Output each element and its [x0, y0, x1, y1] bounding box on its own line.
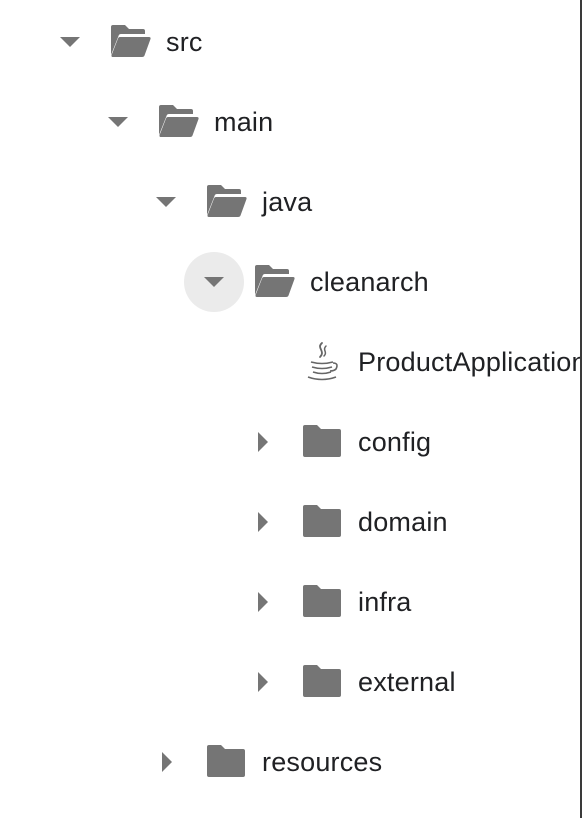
folder-icon: [300, 501, 344, 545]
folder-open-icon: [204, 181, 248, 225]
expand-toggle[interactable]: [232, 652, 292, 712]
collapse-toggle[interactable]: [136, 172, 196, 232]
caret-down-icon: [156, 197, 176, 207]
folder-open-icon: [252, 261, 296, 305]
tree-node-label: src: [166, 27, 203, 57]
tree-node-domain[interactable]: domain: [0, 482, 580, 562]
expand-toggle[interactable]: [232, 572, 292, 632]
tree-node-cleanarch[interactable]: cleanarch: [0, 242, 580, 322]
folder-icon: [300, 661, 344, 705]
tree-node-productapplication[interactable]: ProductApplication: [0, 322, 580, 402]
caret-right-icon: [162, 752, 172, 772]
caret-right-icon: [258, 432, 268, 452]
tree-node-label: external: [358, 667, 456, 697]
folder-icon: [204, 741, 248, 785]
folder-open-icon: [108, 21, 152, 65]
expand-toggle[interactable]: [136, 732, 196, 792]
collapse-toggle[interactable]: [40, 12, 100, 72]
folder-open-icon: [156, 101, 200, 145]
tree-node-java[interactable]: java: [0, 162, 580, 242]
expand-toggle[interactable]: [232, 492, 292, 552]
tree-node-label: domain: [358, 507, 448, 537]
caret-right-icon: [258, 672, 268, 692]
folder-icon: [300, 421, 344, 465]
java-file-icon: [300, 340, 344, 384]
tree-node-resources[interactable]: resources: [0, 722, 580, 802]
caret-right-icon: [258, 512, 268, 532]
tree-node-label: infra: [358, 587, 412, 617]
tree-node-label: config: [358, 427, 432, 457]
collapse-toggle[interactable]: [184, 252, 244, 312]
caret-right-icon: [258, 592, 268, 612]
caret-down-icon: [60, 37, 80, 47]
collapse-toggle[interactable]: [88, 92, 148, 152]
tree-node-infra[interactable]: infra: [0, 562, 580, 642]
tree-node-external[interactable]: external: [0, 642, 580, 722]
caret-down-icon: [204, 277, 224, 287]
tree-node-label: java: [262, 187, 313, 217]
tree-node-label: resources: [262, 747, 383, 777]
tree-node-config[interactable]: config: [0, 402, 580, 482]
tree-node-label: main: [214, 107, 274, 137]
tree-node-label: cleanarch: [310, 267, 429, 297]
folder-icon: [300, 581, 344, 625]
tree-node-label: ProductApplication: [358, 347, 582, 377]
caret-down-icon: [108, 117, 128, 127]
tree-node-main[interactable]: main: [0, 82, 580, 162]
tree-node-src[interactable]: src: [0, 2, 580, 82]
expand-toggle[interactable]: [232, 412, 292, 472]
